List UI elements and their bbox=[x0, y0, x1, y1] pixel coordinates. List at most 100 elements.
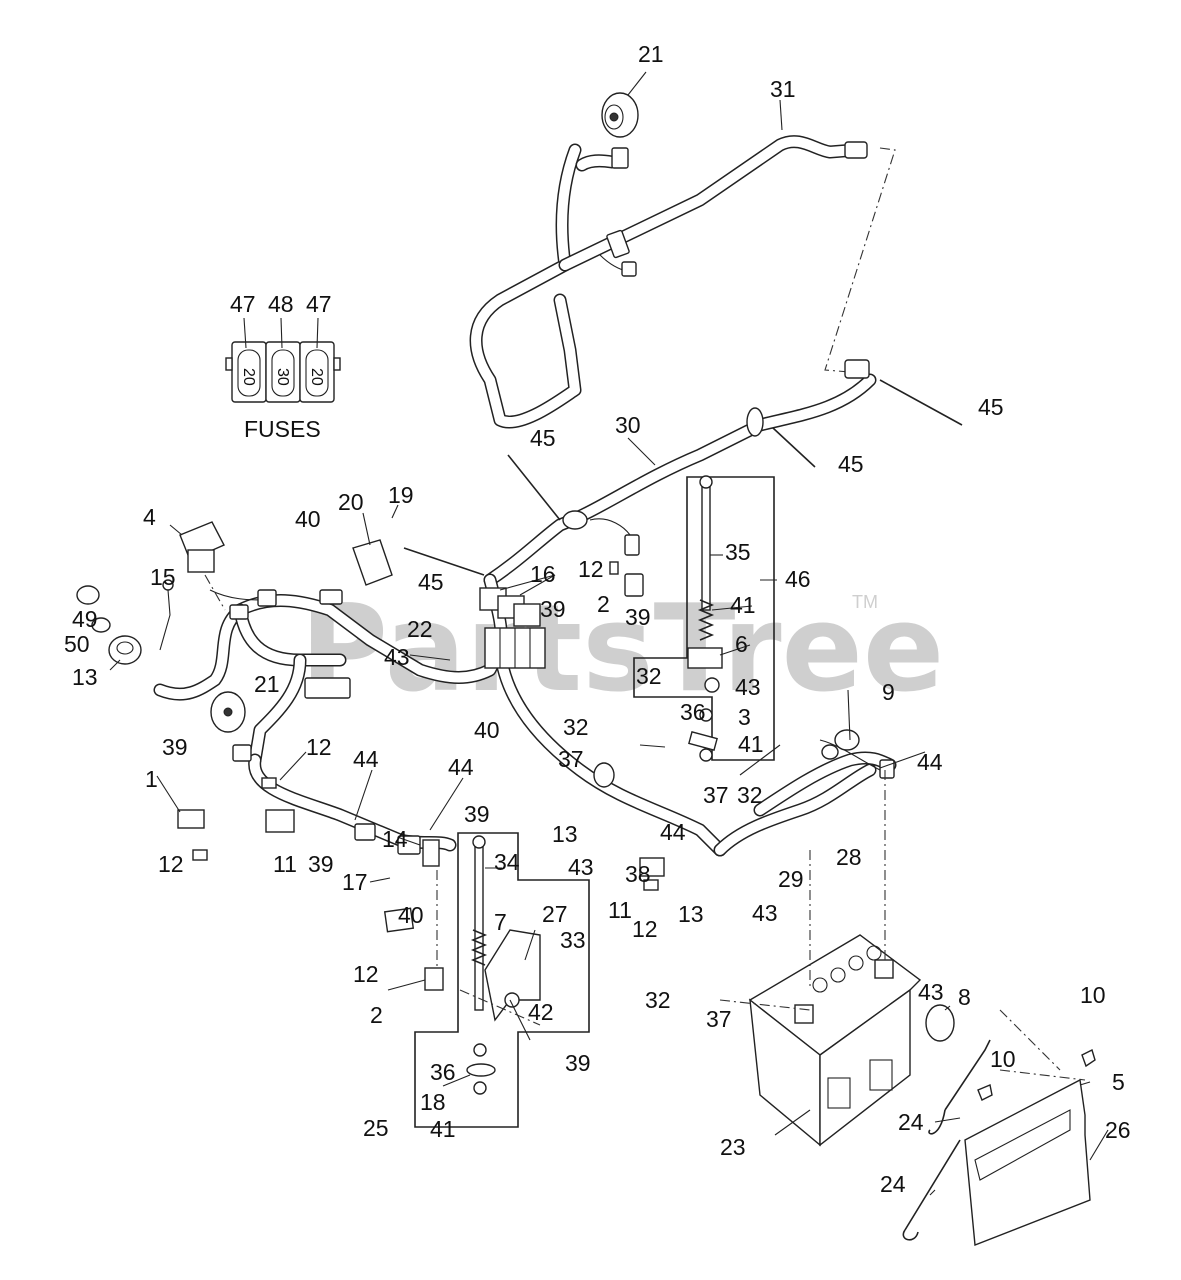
callout-15: 15 bbox=[150, 564, 176, 590]
callout-45-a: 45 bbox=[978, 394, 1004, 420]
callout-13-a: 43 bbox=[384, 644, 410, 670]
callout-43-c: 43 bbox=[568, 854, 594, 880]
callout-39-e: 39 bbox=[464, 801, 490, 827]
watermark-tm: TM bbox=[852, 592, 878, 612]
fuse-3: 20 bbox=[299, 341, 341, 403]
callout-2-a: 2 bbox=[597, 591, 610, 617]
callout-9: 9 bbox=[882, 679, 895, 705]
relays-16 bbox=[479, 587, 546, 669]
callout-40-c: 40 bbox=[398, 902, 424, 928]
callouts: 21 31 45 30 45 45 19 20 40 4 45 16 39 12… bbox=[64, 41, 1131, 1197]
battery-23 bbox=[748, 934, 922, 1147]
callout-7: 7 bbox=[494, 909, 507, 935]
callout-40-a: 40 bbox=[295, 506, 321, 532]
callout-39-c: 39 bbox=[162, 734, 188, 760]
watermark: PartsTree TM bbox=[300, 580, 944, 719]
callout-21-top: 21 bbox=[638, 41, 664, 67]
callout-41-a: 41 bbox=[730, 592, 756, 618]
callout-31: 31 bbox=[770, 76, 796, 102]
main-harness-30 bbox=[483, 359, 877, 587]
callout-42: 42 bbox=[528, 999, 554, 1025]
callout-12-d: 12 bbox=[353, 961, 379, 987]
fuse-callout-3: 47 bbox=[306, 291, 332, 317]
callout-19: 19 bbox=[388, 482, 414, 508]
callout-46: 46 bbox=[785, 566, 811, 592]
callout-21-lower: 21 bbox=[254, 671, 280, 697]
callout-11-a: 11 bbox=[273, 851, 297, 877]
hardware-kit-25 bbox=[414, 832, 590, 1128]
callout-5: 5 bbox=[1112, 1069, 1125, 1095]
module-20 bbox=[352, 539, 393, 586]
hardware-kit-46 bbox=[633, 475, 775, 762]
callout-28: 28 bbox=[836, 844, 862, 870]
callout-45-d: 45 bbox=[418, 569, 444, 595]
callout-27: 27 bbox=[542, 901, 568, 927]
callout-45-b: 45 bbox=[530, 425, 556, 451]
callout-44-b: 44 bbox=[353, 746, 379, 772]
callout-41-c: 41 bbox=[430, 1116, 456, 1142]
callout-49: 49 bbox=[72, 606, 98, 632]
cable-ties-45 bbox=[403, 379, 963, 576]
callout-32-b: 32 bbox=[563, 714, 589, 740]
callout-33: 33 bbox=[560, 927, 586, 953]
callout-32-a: 32 bbox=[636, 663, 662, 689]
callout-39-b: 39 bbox=[625, 604, 651, 630]
callout-26: 26 bbox=[1105, 1117, 1131, 1143]
callout-6: 6 bbox=[735, 631, 748, 657]
callout-32-d: 32 bbox=[645, 987, 671, 1013]
callout-25: 25 bbox=[363, 1115, 389, 1141]
battery-cable-9 bbox=[821, 729, 895, 779]
callout-12-c: 12 bbox=[158, 851, 184, 877]
callout-44-c: 44 bbox=[448, 754, 474, 780]
callout-10-a: 10 bbox=[1080, 982, 1106, 1008]
callout-29: 29 bbox=[778, 866, 804, 892]
callout-43-a: 43 bbox=[735, 674, 761, 700]
callout-43-e: 43 bbox=[918, 979, 944, 1005]
callout-43-d: 43 bbox=[752, 900, 778, 926]
fuse-2-rating: 30 bbox=[274, 368, 291, 386]
fuses-group: 20 30 20 47 48 47 FUSES bbox=[225, 291, 341, 442]
ignition-21-lower bbox=[210, 691, 246, 733]
fuse-callout-2: 48 bbox=[268, 291, 294, 317]
callout-30: 30 bbox=[615, 412, 641, 438]
callout-36-b: 36 bbox=[430, 1059, 456, 1085]
callout-14: 14 bbox=[382, 826, 408, 852]
callout-4: 4 bbox=[143, 504, 156, 530]
fuse-3-rating: 20 bbox=[308, 368, 325, 386]
callout-17: 17 bbox=[342, 869, 368, 895]
fuse-callout-1: 47 bbox=[230, 291, 256, 317]
callout-45-c: 45 bbox=[838, 451, 864, 477]
callout-3: 3 bbox=[738, 704, 751, 730]
small-parts-left bbox=[177, 777, 665, 933]
callout-13-c: 13 bbox=[678, 901, 704, 927]
callout-24-b: 24 bbox=[880, 1171, 906, 1197]
callout-50: 50 bbox=[64, 631, 90, 657]
callout-13-b: 13 bbox=[552, 821, 578, 847]
callout-1: 1 bbox=[145, 766, 158, 792]
callout-37-a: 37 bbox=[558, 746, 584, 772]
switch-4 bbox=[179, 521, 225, 573]
fuses-caption: FUSES bbox=[244, 416, 321, 442]
callout-39-d: 39 bbox=[308, 851, 334, 877]
left-harness bbox=[153, 573, 897, 857]
battery-cover-26 bbox=[902, 1004, 1096, 1246]
callout-22: 13 bbox=[72, 664, 98, 690]
callout-43-b: 22 bbox=[407, 616, 433, 642]
callout-32-c: 32 bbox=[737, 782, 763, 808]
callout-12-b: 12 bbox=[306, 734, 332, 760]
callout-35: 35 bbox=[725, 539, 751, 565]
callout-12-e: 12 bbox=[632, 916, 658, 942]
ignition-module-21-top bbox=[601, 92, 639, 138]
callout-20: 20 bbox=[338, 489, 364, 515]
callout-44-a: 44 bbox=[917, 749, 943, 775]
callout-38: 38 bbox=[625, 861, 651, 887]
callout-41-b: 41 bbox=[738, 731, 764, 757]
fuse-1: 20 bbox=[225, 341, 267, 403]
callout-23: 23 bbox=[720, 1134, 746, 1160]
upper-harness bbox=[469, 135, 868, 429]
dash-lines bbox=[204, 574, 1086, 1081]
callout-39-a: 39 bbox=[540, 596, 566, 622]
callout-12-a: 12 bbox=[578, 556, 604, 582]
connector-2-center bbox=[609, 561, 644, 597]
